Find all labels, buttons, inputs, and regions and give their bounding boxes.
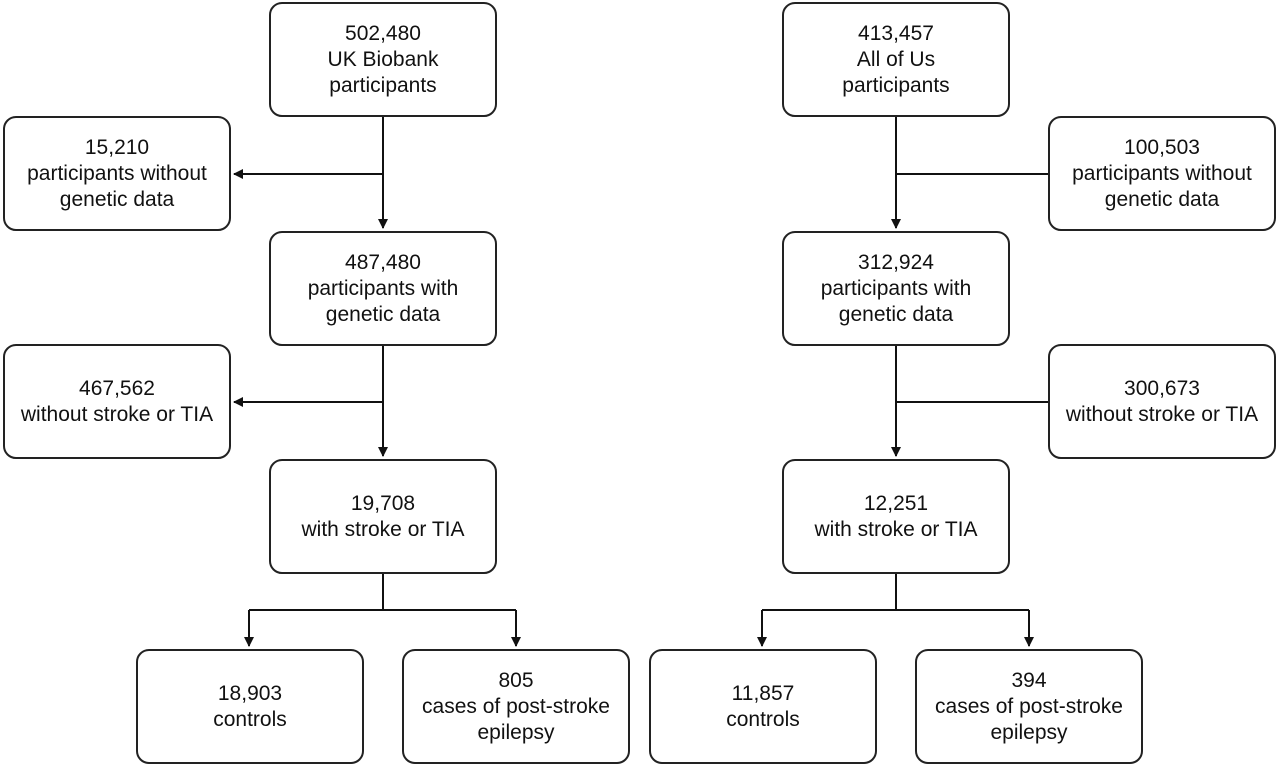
right-stroke-count: 12,251 (863, 491, 929, 515)
right-excluded1-count: 100,503 (1124, 135, 1200, 159)
left-excluded1-line2: genetic data (59, 187, 175, 211)
right-genetic-line2: genetic data (838, 302, 954, 326)
right-controls-count: 11,857 (731, 681, 795, 705)
right-excluded1-box: 100,503 participants without genetic dat… (1048, 116, 1276, 231)
right-excluded1-line2: genetic data (1104, 187, 1220, 211)
right-start-count: 413,457 (858, 21, 934, 45)
left-excluded2-box: 467,562 without stroke or TIA (3, 344, 231, 459)
left-start-line1: UK Biobank (327, 47, 439, 71)
right-excluded2-count: 300,673 (1124, 376, 1200, 400)
right-controls-box: 11,857 controls (649, 649, 877, 764)
right-cases-count: 394 (1011, 668, 1047, 692)
left-genetic-line2: genetic data (325, 302, 441, 326)
left-stroke-count: 19,708 (350, 491, 416, 515)
left-excluded2-count: 467,562 (79, 376, 155, 400)
right-stroke-box: 12,251 with stroke or TIA (782, 459, 1010, 574)
left-genetic-line1: participants with (307, 276, 459, 300)
left-cases-count: 805 (498, 668, 534, 692)
left-genetic-count: 487,480 (345, 250, 421, 274)
left-excluded1-count: 15,210 (84, 135, 150, 159)
left-stroke-line1: with stroke or TIA (301, 517, 465, 541)
right-genetic-line1: participants with (820, 276, 972, 300)
right-excluded1-line1: participants without (1072, 161, 1252, 185)
left-start-box: 502,480 UK Biobank participants (269, 2, 497, 117)
right-start-box: 413,457 All of Us participants (782, 2, 1010, 117)
right-start-line1: All of Us (856, 47, 936, 71)
right-excluded2-box: 300,673 without stroke or TIA (1048, 344, 1276, 459)
left-cases-line2: epilepsy (477, 720, 555, 744)
left-start-count: 502,480 (345, 21, 421, 45)
right-genetic-box: 312,924 participants with genetic data (782, 231, 1010, 346)
left-cases-box: 805 cases of post-stroke epilepsy (402, 649, 630, 764)
right-stroke-line1: with stroke or TIA (814, 517, 978, 541)
left-controls-line1: controls (213, 707, 287, 731)
left-controls-box: 18,903 controls (136, 649, 364, 764)
right-genetic-count: 312,924 (858, 250, 934, 274)
right-excluded2-line1: without stroke or TIA (1065, 402, 1259, 426)
right-cases-line2: epilepsy (990, 720, 1068, 744)
right-start-line2: participants (842, 73, 950, 97)
left-excluded1-box: 15,210 participants without genetic data (3, 116, 231, 231)
left-excluded2-line1: without stroke or TIA (20, 402, 214, 426)
left-excluded1-line1: participants without (27, 161, 207, 185)
left-start-line2: participants (329, 73, 437, 97)
right-cases-box: 394 cases of post-stroke epilepsy (915, 649, 1143, 764)
left-genetic-box: 487,480 participants with genetic data (269, 231, 497, 346)
right-cases-line1: cases of post-stroke (935, 694, 1123, 718)
right-controls-line1: controls (726, 707, 800, 731)
left-controls-count: 18,903 (217, 681, 283, 705)
left-stroke-box: 19,708 with stroke or TIA (269, 459, 497, 574)
left-cases-line1: cases of post-stroke (422, 694, 610, 718)
